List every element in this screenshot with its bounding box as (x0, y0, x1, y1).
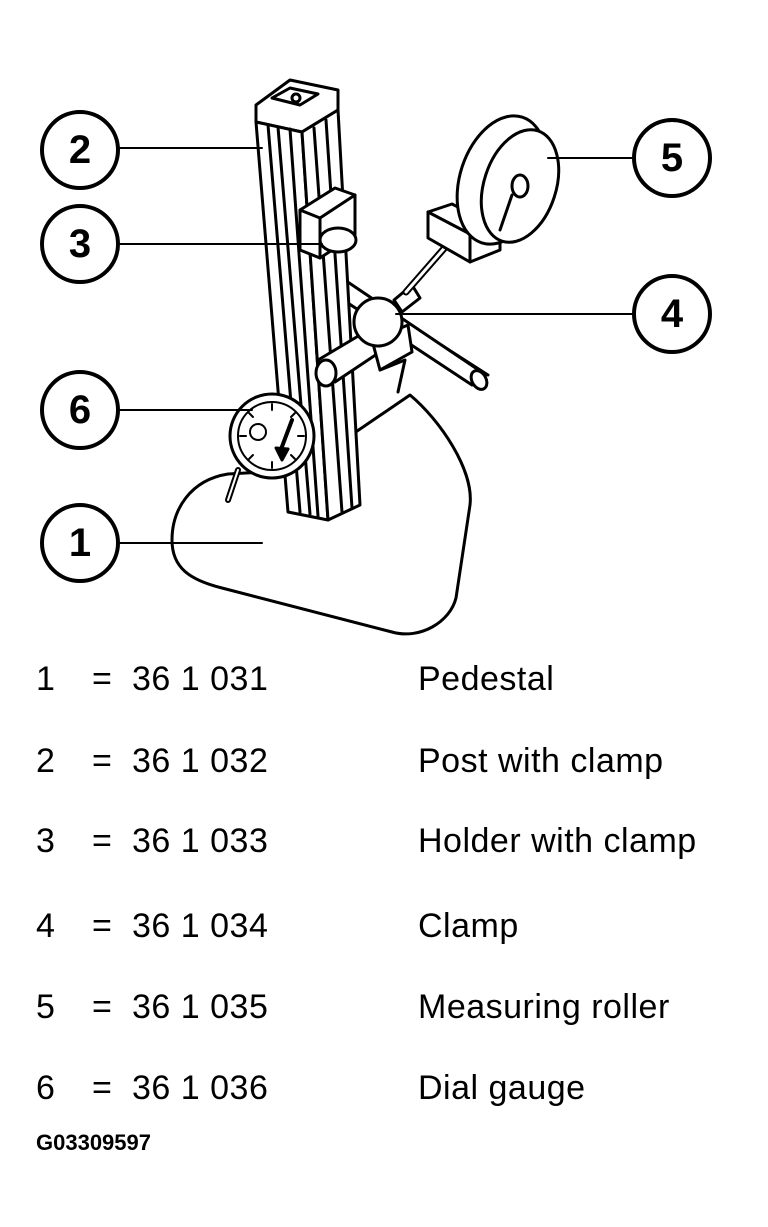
equals-sign: = (92, 742, 113, 780)
callout-circle-6 (40, 370, 120, 450)
part-code: 36 1 032 (132, 742, 269, 780)
part-number: 3 (36, 822, 56, 860)
equals-sign: = (92, 1069, 113, 1107)
equals-sign: = (92, 907, 113, 945)
legend-row: 2 = 36 1 032 Post with clamp (0, 736, 768, 786)
equals-sign: = (92, 660, 113, 698)
legend-row: 1 = 36 1 031 Pedestal (0, 654, 768, 704)
dial-gauge-shape (225, 392, 316, 503)
callout-circle-2 (40, 110, 120, 190)
part-name: Pedestal (418, 660, 555, 698)
holder-clamp-shape (298, 186, 358, 260)
tool-illustration: 2 3 6 1 5 4 (40, 78, 712, 636)
central-clamp-shape (314, 283, 422, 394)
legend-row: 3 = 36 1 033 Holder with clamp (0, 816, 768, 866)
figure-id: G03309597 (36, 1130, 151, 1155)
callout-circle-1 (40, 503, 120, 583)
part-name: Clamp (418, 907, 519, 945)
measuring-roller-shape (426, 114, 561, 264)
part-number: 2 (36, 742, 56, 780)
callout-label-5: 5 (661, 136, 683, 180)
part-name: Measuring roller (418, 988, 670, 1026)
legend-row: 5 = 36 1 035 Measuring roller (0, 982, 768, 1032)
part-name: Dial gauge (418, 1069, 586, 1107)
callout-circle-4 (632, 274, 712, 354)
part-code: 36 1 031 (132, 660, 269, 698)
legend-row: 4 = 36 1 034 Clamp (0, 901, 768, 951)
part-code: 36 1 036 (132, 1069, 269, 1107)
callout-label-2: 2 (69, 128, 91, 172)
part-code: 36 1 033 (132, 822, 269, 860)
legend-row: 6 = 36 1 036 Dial gauge (0, 1063, 768, 1113)
callout-label-3: 3 (69, 222, 91, 266)
part-name: Post with clamp (418, 742, 664, 780)
callout-label-4: 4 (661, 292, 684, 336)
part-code: 36 1 035 (132, 988, 269, 1026)
part-number: 1 (36, 660, 56, 698)
callout-label-1: 1 (69, 521, 91, 565)
callout-label-6: 6 (69, 388, 91, 432)
part-number: 5 (36, 988, 56, 1026)
equals-sign: = (92, 988, 113, 1026)
part-number: 4 (36, 907, 56, 945)
part-number: 6 (36, 1069, 56, 1107)
part-name: Holder with clamp (418, 822, 697, 860)
equals-sign: = (92, 822, 113, 860)
callout-circle-5 (632, 118, 712, 198)
part-code: 36 1 034 (132, 907, 269, 945)
callout-circle-3 (40, 204, 120, 284)
